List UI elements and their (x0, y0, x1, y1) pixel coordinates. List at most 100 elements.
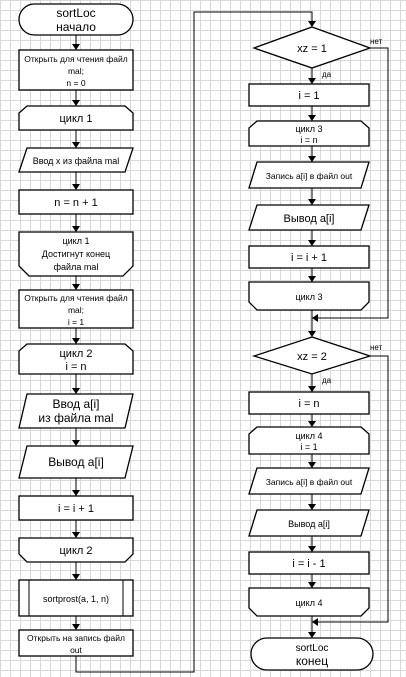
open-read-1-line3: n = 0 (66, 78, 85, 88)
decision-xz1-label: xz = 1 (297, 43, 327, 55)
arrow-down-icon (72, 388, 80, 394)
open-read-2-line3: i = 1 (68, 317, 85, 327)
i-assign-1-label: i = 1 (298, 90, 319, 102)
arrow-down-icon (72, 338, 80, 344)
process-open-read-1: Открыть для чтения файл mal; n = 0 (18, 49, 134, 91)
write-ai-2-label: Запись a[i] в файл out (266, 477, 353, 487)
arrow-down-icon (308, 632, 316, 638)
arrow-down-icon (72, 532, 80, 538)
arrow-down-icon (308, 276, 316, 282)
loop1-begin: цикл 1 (18, 105, 134, 131)
arrow-down-icon (308, 21, 316, 27)
end-terminator: sortLoc конец (250, 637, 374, 671)
n-increment-label: n = n + 1 (54, 197, 97, 209)
yes-label-2: да (322, 376, 332, 385)
process-i-increment-1: i = i + 1 (248, 245, 370, 269)
arrow-down-icon (72, 226, 80, 232)
right-column: xz = 1 нет да i = 1 цикл 3 i = n Запись … (248, 26, 383, 671)
arrow-down-icon (308, 582, 316, 588)
io-write-ai-2: Запись a[i] в файл out (248, 467, 370, 495)
arrow-down-icon (308, 386, 316, 392)
loop1-end: цикл 1 Достигнут конец файла mal (18, 231, 134, 277)
arrow-down-icon (308, 78, 316, 84)
arrow-down-icon (72, 142, 80, 148)
open-read-2-line1: Открыть для чтения файл (24, 293, 127, 303)
open-write-line1: Открыть на запись файл (27, 633, 125, 643)
arrow-left-icon (312, 618, 318, 626)
loop4-end-label: цикл 4 (296, 598, 323, 608)
arrow-down-icon (72, 100, 80, 106)
loop1-end-line3: файла mal (54, 262, 99, 272)
io-input-x: Ввод x из файла mal (18, 147, 134, 173)
end-subtitle: конец (296, 654, 328, 668)
arrow-down-icon (72, 624, 80, 630)
loop4-begin: цикл 4 i = 1 (248, 426, 370, 455)
subroutine-sortprost: sortprost(a, 1, n) (18, 579, 134, 617)
loop2-end: цикл 2 (18, 537, 134, 563)
loop3-end: цикл 3 (248, 281, 370, 311)
input-ai-line1: Ввод a[i] (53, 397, 100, 411)
loop4-begin-line1: цикл 4 (296, 431, 323, 441)
process-n-increment: n = n + 1 (18, 189, 134, 215)
decision-xz2: xz = 2 (251, 336, 373, 375)
process-i-assign-n: i = n (248, 391, 370, 415)
arrow-down-icon (72, 574, 80, 580)
process-i-increment: i = i + 1 (18, 495, 134, 521)
process-open-read-2: Открыть для чтения файл mal; i = 1 (18, 289, 134, 329)
arrow-down-icon (72, 284, 80, 290)
loop3-end-label: цикл 3 (296, 292, 323, 302)
loop3-begin-line2: i = n (300, 135, 317, 145)
arrow-down-icon (308, 546, 316, 552)
process-open-write: Открыть на запись файл out (18, 629, 134, 657)
i-increment-1-label: i = i + 1 (291, 252, 327, 264)
arrowheads (72, 21, 318, 638)
loop3-begin-line1: цикл 3 (296, 124, 323, 134)
output-ai-2-label: Вывод a[i] (288, 519, 330, 529)
i-decrement-label: i = i - 1 (292, 558, 325, 570)
left-column: sortLoc начало Открыть для чтения файл m… (18, 3, 134, 657)
sortprost-call-label: sortprost(a, 1, n) (43, 594, 109, 604)
arrow-down-icon (308, 421, 316, 427)
yes-label-1: да (322, 70, 332, 79)
decision-xz2-label: xz = 2 (297, 351, 327, 363)
i-assign-n-label: i = n (298, 398, 319, 410)
io-input-ai: Ввод a[i] из файла mal (18, 393, 134, 429)
loop2-end-label: цикл 2 (60, 545, 93, 557)
io-output-ai-2: Вывод a[i] (248, 509, 370, 537)
arrow-down-icon (308, 115, 316, 121)
io-write-ai-1: Запись a[i] в файл out (248, 161, 370, 189)
open-write-line2: out (70, 645, 82, 655)
io-output-ai-1: Вывод a[i] (248, 204, 370, 231)
connector-to-right-column (75, 11, 313, 673)
open-read-2-line2: mal; (68, 305, 84, 315)
arrow-down-icon (308, 462, 316, 468)
start-terminator: sortLoc начало (18, 3, 134, 36)
loop4-begin-line2: i = 1 (300, 442, 317, 452)
arrow-down-icon (72, 440, 80, 446)
arrow-down-icon (308, 331, 316, 337)
no-label-2: нет (370, 343, 383, 352)
open-read-1-line2: mal; (68, 66, 84, 76)
arrow-down-icon (308, 156, 316, 162)
output-ai-label: Вывод a[i] (48, 455, 104, 469)
loop1-begin-label: цикл 1 (60, 113, 93, 125)
start-title: sortLoc (56, 6, 95, 20)
no-branch-2 (312, 355, 389, 623)
arrow-down-icon (308, 504, 316, 510)
open-read-1-line1: Открыть для чтения файл (24, 54, 127, 64)
no-label-1: нет (370, 37, 383, 46)
output-ai-1-label: Вывод a[i] (284, 213, 335, 225)
io-output-ai: Вывод a[i] (18, 445, 134, 479)
no-branch-1 (312, 47, 389, 319)
arrow-down-icon (308, 240, 316, 246)
loop1-end-line1: цикл 1 (63, 236, 90, 246)
process-i-assign-1: i = 1 (248, 83, 370, 107)
arrow-down-icon (72, 490, 80, 496)
arrow-down-icon (72, 184, 80, 190)
end-title: sortLoc (296, 643, 329, 654)
loop2-begin-line2: i = n (65, 361, 86, 373)
arrow-down-icon (72, 44, 80, 50)
input-x-label: Ввод x из файла mal (33, 156, 120, 166)
input-ai-line2: из файла mal (38, 411, 113, 425)
